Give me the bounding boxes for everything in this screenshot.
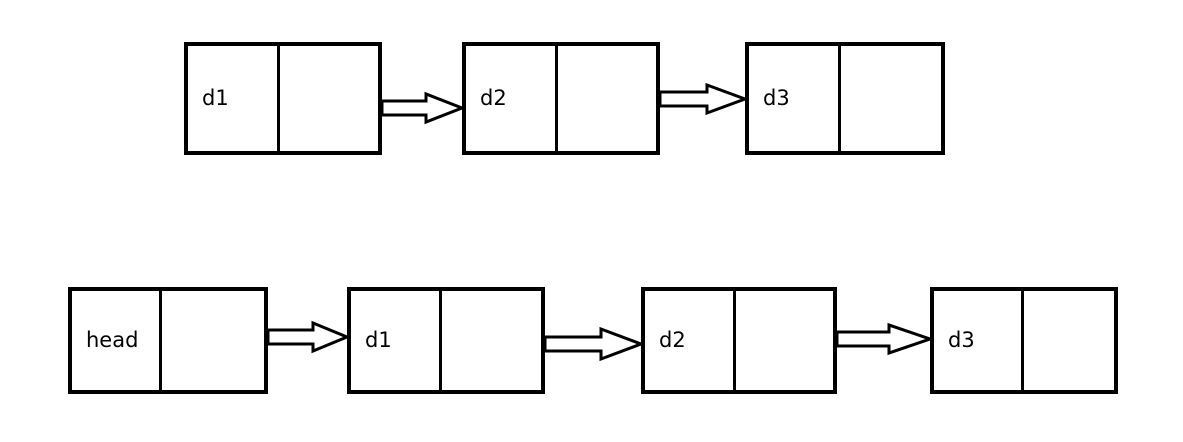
node-d1-bottom[interactable]: d1 bbox=[347, 287, 545, 394]
node-label: d1 bbox=[202, 86, 229, 110]
node-data-cell: d2 bbox=[466, 46, 558, 151]
node-d2-bottom[interactable]: d2 bbox=[641, 287, 837, 394]
node-d2-top[interactable]: d2 bbox=[462, 42, 660, 155]
node-data-cell: d2 bbox=[645, 291, 736, 390]
block-arrow-icon bbox=[835, 322, 935, 356]
node-pointer-cell bbox=[280, 46, 378, 151]
block-arrow-icon bbox=[658, 82, 750, 116]
node-label: d2 bbox=[659, 328, 686, 352]
node-label: d3 bbox=[948, 328, 975, 352]
node-data-cell: d3 bbox=[934, 291, 1024, 390]
arrow-head-to-d1-bottom bbox=[266, 320, 351, 354]
node-pointer-cell bbox=[736, 291, 833, 390]
node-pointer-cell bbox=[442, 291, 541, 390]
node-data-cell: d1 bbox=[351, 291, 442, 390]
node-label: d1 bbox=[365, 328, 392, 352]
node-pointer-cell bbox=[162, 291, 264, 390]
node-d3-top[interactable]: d3 bbox=[745, 42, 945, 155]
node-data-cell: head bbox=[72, 291, 162, 390]
block-arrow-icon bbox=[380, 91, 467, 125]
arrow-d1-to-d2-bottom bbox=[543, 326, 646, 362]
node-d1-top[interactable]: d1 bbox=[184, 42, 382, 155]
node-head-bottom[interactable]: head bbox=[68, 287, 268, 394]
arrow-d2-to-d3-top bbox=[658, 82, 750, 116]
node-data-cell: d1 bbox=[188, 46, 280, 151]
arrow-d2-to-d3-bottom bbox=[835, 322, 935, 356]
node-label: d2 bbox=[480, 86, 507, 110]
node-pointer-cell bbox=[1024, 291, 1114, 390]
node-label: head bbox=[86, 328, 139, 352]
node-data-cell: d3 bbox=[749, 46, 841, 151]
node-label: d3 bbox=[763, 86, 790, 110]
block-arrow-icon bbox=[266, 320, 351, 354]
node-pointer-cell bbox=[841, 46, 941, 151]
arrow-d1-to-d2-top bbox=[380, 91, 467, 125]
block-arrow-icon bbox=[543, 326, 646, 362]
node-d3-bottom[interactable]: d3 bbox=[930, 287, 1118, 394]
node-pointer-cell bbox=[558, 46, 656, 151]
